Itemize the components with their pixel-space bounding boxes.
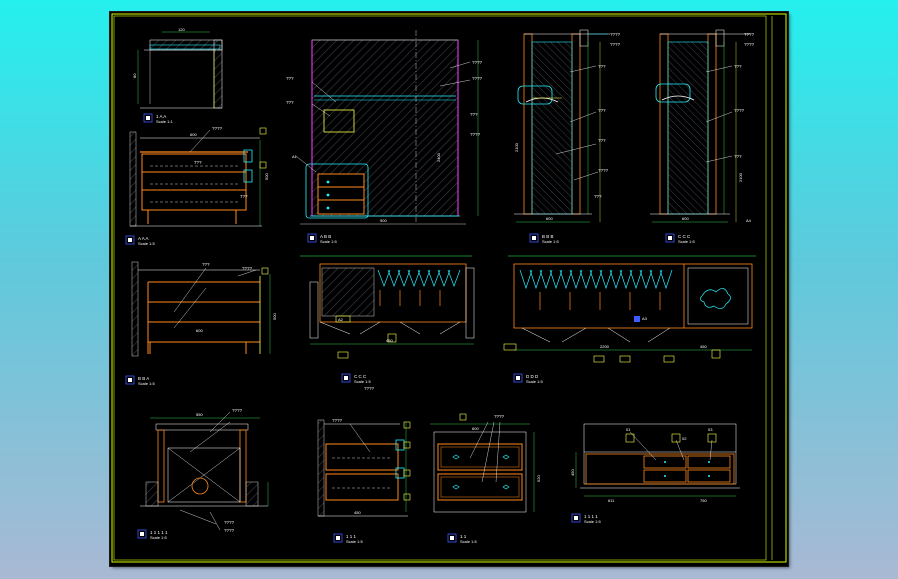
wardrobe-e1-note-4: ????: [472, 76, 483, 81]
drawer-detail-front-title: 1 1: [460, 534, 467, 539]
tv-tag-3: 03: [708, 427, 713, 432]
drawer-detail-side: ???? 450 1 1 1 Scale 1:5: [317, 418, 411, 544]
wardrobe-s1-height: 2100: [514, 142, 519, 152]
base-section-title: 1 1 1 1 1: [150, 530, 168, 535]
plan-1-tag: A2: [338, 317, 344, 322]
base-note-3: ????: [224, 528, 235, 533]
wardrobe-plan-2: 2200 450 A3 D D D Scale 1:5: [503, 255, 756, 384]
drawer-s2-height: 500: [272, 313, 277, 320]
drawer-s2-note-1: ???: [202, 262, 210, 267]
section-a-height-dim: 80: [132, 73, 137, 78]
section-a-title: 1 A A: [156, 114, 166, 119]
plan-1-width: 450: [386, 338, 393, 343]
wardrobe-s2-note-5: ???: [734, 154, 742, 159]
tv-width-2: 750: [700, 498, 707, 503]
wardrobe-e1-note-2: ???: [286, 100, 294, 105]
plan-1-title: C C C: [354, 374, 367, 379]
drawer-s1-note-2: 7??: [194, 160, 202, 165]
drawer-detail-side-title: 1 1 1: [346, 534, 357, 539]
drawer-s1-height: 500: [264, 173, 269, 180]
plan-2-tag: A3: [642, 316, 648, 321]
wardrobe-width-label: 900: [380, 218, 387, 223]
wardrobe-s2-note-3: ???: [734, 64, 742, 69]
plan-2-width: 2200: [600, 344, 610, 349]
plan-1-scale: Scale 1:5: [354, 379, 371, 384]
wardrobe-s2-note-1: ????: [744, 32, 755, 37]
wardrobe-e1-note-5: ???: [470, 112, 478, 117]
drawer-section-1: ???? 600 7?? 500 A A A Scale 1:5: [125, 126, 269, 246]
wardrobe-elevation-1-title: A B B: [320, 234, 331, 239]
tv-cabinet-elevation: 01 02 03 611 750 450 1 1 1 1 Scale 1:5: [570, 423, 740, 524]
drawer-section-2: ??? ???? 600 500 B B A Scale 1:5: [125, 261, 277, 386]
wardrobe-section-2-title: C C C: [678, 234, 691, 239]
wardrobe-s1-note-5: ???: [598, 138, 606, 143]
drawer-detail-side-scale: Scale 1:5: [346, 539, 363, 544]
wardrobe-e1-note-6: ????: [470, 132, 481, 137]
wardrobe-s1-note-1: ????: [610, 32, 621, 37]
drawer-note-3: 7??: [240, 194, 248, 199]
wardrobe-s2-height: 2100: [738, 172, 743, 182]
wardrobe-section-1-scale: Scale 1:5: [542, 239, 559, 244]
wardrobe-e1-tag: A1: [292, 154, 298, 159]
detail-note-3: ????: [364, 386, 375, 391]
tv-cabinet-title: 1 1 1 1: [584, 514, 598, 519]
drawer-s2-width: 600: [196, 328, 203, 333]
wardrobe-section-1-title: B B B: [542, 234, 554, 239]
detail-front-width: 600: [472, 426, 479, 431]
cad-drawing: 120 80 1 A A Scale 1:1 ???? 600 7?? 500 …: [111, 13, 787, 563]
wardrobe-e1-note-1: ???: [286, 76, 294, 81]
wardrobe-s1-note-2: ????: [610, 42, 621, 47]
drawer-section-1-scale: Scale 1:5: [138, 241, 155, 246]
level-tag-a4: A4: [746, 218, 752, 223]
wardrobe-s2-note-4: ????: [734, 108, 745, 113]
drawer-section-2-title: B B A: [138, 376, 149, 381]
drawer-s1-width: 600: [190, 132, 197, 137]
wardrobe-e1-height: 2400: [436, 152, 441, 162]
sheet-border: [111, 13, 787, 563]
detail-front-height: 520: [536, 475, 541, 482]
drawer-section-2-scale: Scale 1:5: [138, 381, 155, 386]
tv-height: 450: [570, 469, 575, 476]
base-note-2: ????: [224, 520, 235, 525]
title-block-border: [113, 15, 767, 561]
section-a-scale: Scale 1:1: [156, 119, 173, 124]
wardrobe-s1-note-6: ????: [598, 168, 609, 173]
wardrobe-section-2-scale: Scale 1:5: [678, 239, 695, 244]
wardrobe-elevation-1-scale: Scale 1:5: [320, 239, 337, 244]
tv-tag-1: 01: [626, 427, 631, 432]
drawer-detail-front-scale: Scale 1:5: [460, 539, 477, 544]
wardrobe-s1-note-7: ???: [594, 194, 602, 199]
base-note-1: ????: [232, 408, 243, 413]
wardrobe-s1-note-4: ???: [598, 108, 606, 113]
drawing-sheet: 120 80 1 A A Scale 1:1 ???? 600 7?? 500 …: [110, 12, 788, 566]
drawer-s1-note-1: ????: [212, 126, 223, 131]
wardrobe-s1-note-3: ???: [598, 64, 606, 69]
wardrobe-s1-width: 600: [546, 216, 553, 221]
wardrobe-section-2: ???? ???? ??? ???? ??? 600 2100 C C C Sc…: [650, 29, 755, 244]
wardrobe-elevation-1: ??? ??? ???? ???? ??? ???? A1 2400 A B B…: [286, 30, 483, 244]
tv-cabinet-scale: Scale 1:5: [584, 519, 601, 524]
drawer-detail-front: ???? 600 520 1 1 Scale 1:5: [430, 413, 541, 544]
section-a-detail: 120 80 1 A A Scale 1:1: [132, 27, 223, 124]
detail-side-width: 450: [354, 510, 361, 515]
drawer-section-1-title: A A A: [138, 236, 149, 241]
detail-front-note-1: ????: [494, 414, 505, 419]
tv-tag-2: 02: [682, 436, 687, 441]
wardrobe-section-1: ???? ???? ??? ??? ??? ???? ??? 600 2100 …: [514, 29, 621, 244]
detail-side-note-1: ????: [332, 418, 343, 423]
drawer-s2-note-2: ????: [242, 266, 253, 271]
wardrobe-e1-note-3: ????: [472, 60, 483, 65]
wardrobe-plan-1: 450 A2 C C C Scale 1:5: [300, 255, 475, 384]
tv-width-1: 611: [608, 498, 615, 503]
base-width: 550: [196, 412, 203, 417]
base-section-scale: Scale 1:5: [150, 535, 167, 540]
base-section-detail: ???? ???? ???? 550 1 1 1 1 1 Scale 1:5: [137, 408, 269, 540]
wardrobe-s2-note-2: ????: [744, 42, 755, 47]
plan-2-module: 450: [700, 344, 707, 349]
wardrobe-s2-width: 600: [682, 216, 689, 221]
plan-2-title: D D D: [526, 374, 539, 379]
section-a-width-dim: 120: [178, 27, 185, 32]
plan-2-scale: Scale 1:5: [526, 379, 543, 384]
